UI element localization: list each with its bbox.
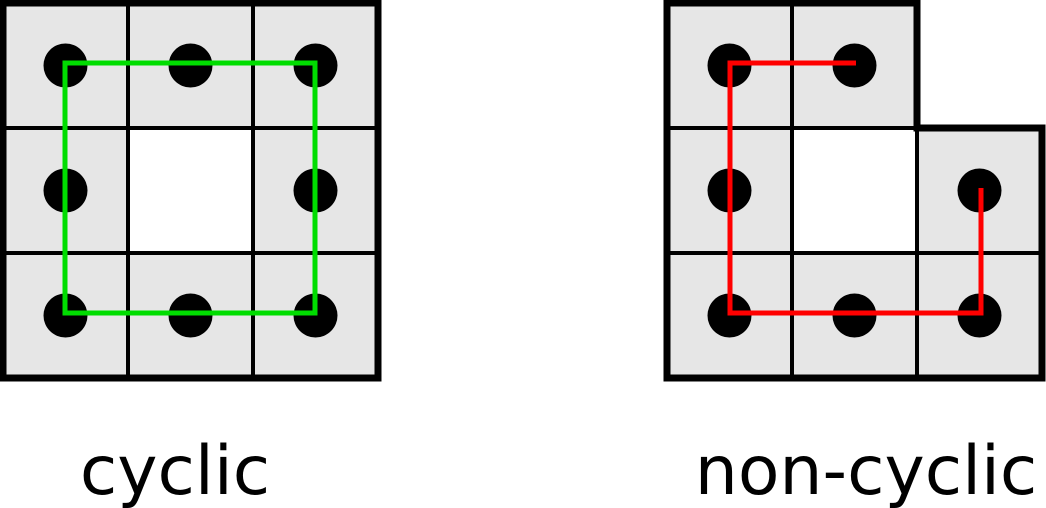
panel-non-cyclic — [663, 0, 1046, 382]
grid-cell-1-1 — [128, 128, 253, 253]
grid-lines — [667, 3, 1042, 378]
grid-cell-1-1 — [792, 128, 917, 253]
grid-outline — [0, 0, 382, 382]
captions-layer: cyclic non-cyclic — [80, 432, 1037, 508]
panels-layer — [0, 0, 1046, 382]
walk-path-non-cyclic — [727, 60, 984, 316]
walk-path-cyclic — [62, 60, 318, 316]
grid-outline — [663, 0, 1046, 382]
caption-non-cyclic: non-cyclic — [695, 432, 1038, 508]
panel-cyclic — [0, 0, 382, 382]
caption-cyclic: cyclic — [80, 432, 270, 508]
